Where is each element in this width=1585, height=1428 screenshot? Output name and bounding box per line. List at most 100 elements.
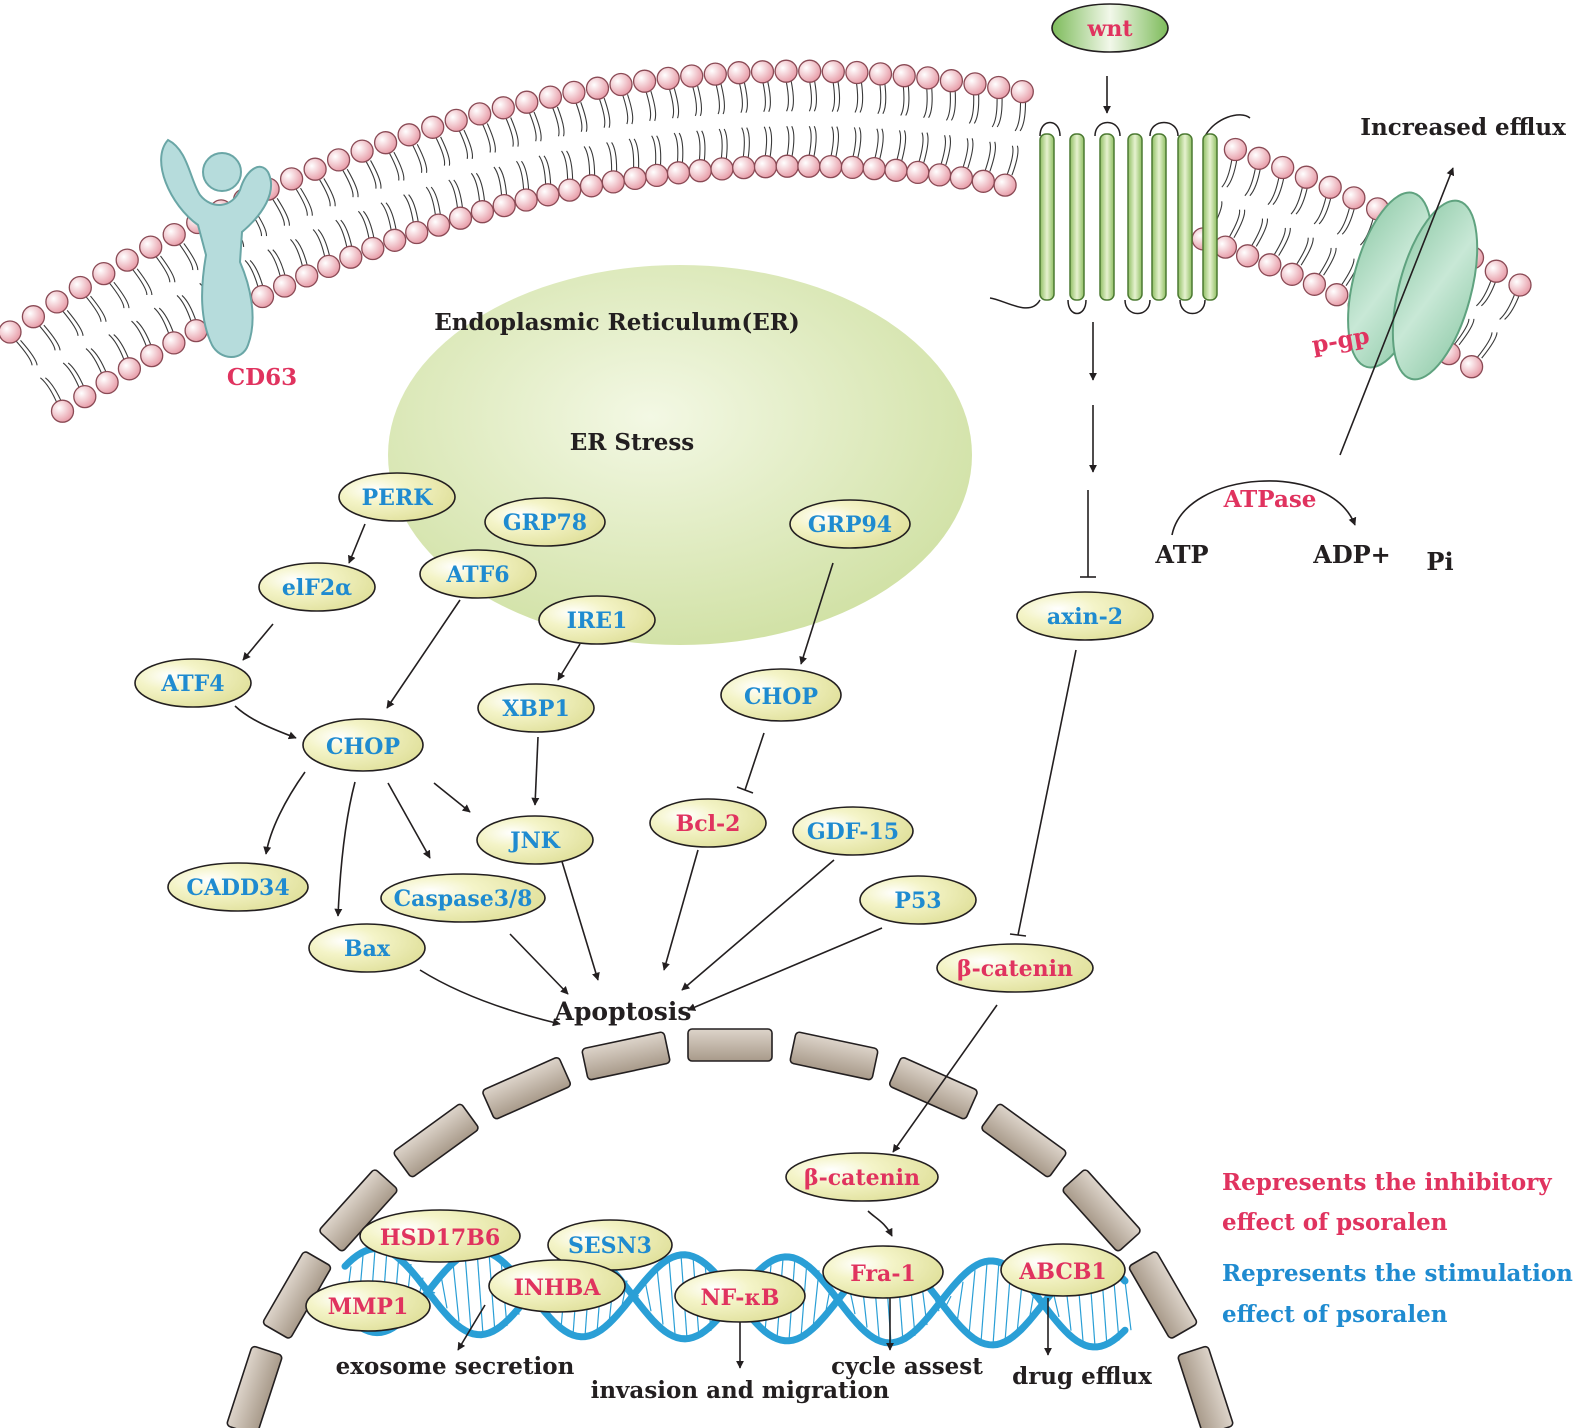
node-inhba: INHBA [488,1259,626,1313]
pathway-nodes: PERK GRP78 GRP94 elF2α ATF6 IRE1 ATF4 XB… [134,472,1154,1332]
node-atf4-label: ATF4 [160,671,224,697]
exosome-secretion-label: exosome secretion [336,1353,575,1380]
arrow-ire1-xbp1 [557,643,581,681]
pi-label: Pi [1426,547,1453,576]
node-chop-left-label: CHOP [326,734,400,760]
arrow-chop-bax [334,781,356,917]
increased-efflux-label: Increased efflux [1360,114,1566,141]
node-chop-left: CHOP [302,718,424,772]
node-nfkb-label: NF-κB [701,1285,780,1311]
legend-inhibit-line2: effect of psoralen [1222,1209,1448,1236]
arrow-bcl2-apoptosis [662,849,699,971]
legend: Represents the inhibitory effect of psor… [1222,1169,1573,1328]
node-gdf15-label: GDF-15 [807,819,899,845]
legend-stimulate-line1: Represents the stimulation [1222,1260,1573,1287]
node-atf6-label: ATF6 [445,562,509,588]
atpase-label: ATPase [1223,486,1317,513]
node-hsd17b6-label: HSD17B6 [380,1225,500,1251]
node-p53-label: P53 [894,888,941,914]
arrow-atf6-chop [386,599,461,709]
atp-label: ATP [1154,540,1208,569]
arrow-bcatenin-fra1 [867,1210,893,1237]
endoplasmic-reticulum [388,265,972,645]
adp-label: ADP+ [1312,540,1391,569]
node-grp78-label: GRP78 [503,510,587,536]
er-stress-label: ER Stress [570,429,695,456]
arrow-atf4-chop [234,705,297,740]
node-atf6: ATF6 [419,549,537,599]
arrow-chop-caspase [387,782,431,859]
arrow-xbp1-jnk [531,736,540,806]
node-bcatenin-nuc-label: β-catenin [804,1165,920,1191]
node-perk: PERK [338,472,456,522]
node-atf4: ATF4 [134,658,252,708]
node-caspase: Caspase3/8 [380,873,546,923]
wnt-label: wnt [1086,16,1133,42]
p-gp-transporter [1347,191,1479,381]
node-bcl2-label: Bcl-2 [676,811,741,837]
node-jnk-label: JNK [508,828,561,854]
node-bax-label: Bax [344,936,391,962]
node-fra1: Fra-1 [822,1245,944,1299]
node-bcatenin-cyto: β-catenin [936,943,1094,993]
node-grp78: GRP78 [484,497,606,547]
node-xbp1: XBP1 [477,683,595,733]
arrow-caspase-apoptosis [509,933,569,995]
node-eif2a: elF2α [258,562,376,612]
node-nfkb: NF-κB [674,1269,806,1323]
arrow-mmp-exosome [457,1304,486,1351]
node-ire1: IRE1 [538,595,656,645]
node-abcb1-label: ABCB1 [1018,1259,1106,1285]
node-grp94-label: GRP94 [808,512,892,538]
arrow-eif2a-atf4 [242,623,274,661]
apoptosis-label: Apoptosis [554,997,692,1026]
node-bcatenin-nuc: β-catenin [785,1152,939,1202]
node-p53: P53 [859,875,977,925]
arrow-chop-jnk [433,782,471,813]
wnt-node: wnt [1051,3,1169,53]
node-caspase-label: Caspase3/8 [394,886,533,912]
arrow-bcatenin-nucleus [892,1004,998,1153]
inhibit-chop-bcl2 [744,732,765,791]
node-axin2: axin-2 [1016,591,1154,641]
node-hsd17b6: HSD17B6 [359,1209,521,1263]
inhibit-bcatenin [1017,649,1077,936]
cycle-assest-label: cycle assest [831,1353,983,1380]
node-bcatenin-cyto-label: β-catenin [957,956,1073,982]
node-bax: Bax [308,923,426,973]
node-chop-right: CHOP [720,668,842,722]
drug-efflux-label: drug efflux [1012,1363,1152,1390]
efflux-arrow [1339,167,1455,456]
arrow-p53-apoptosis [687,927,883,1011]
nuclear-envelope [226,1028,1234,1428]
cd63-receptor [160,138,273,358]
node-jnk: JNK [476,815,594,865]
node-axin2-label: axin-2 [1047,604,1123,630]
node-fra1-label: Fra-1 [850,1261,916,1287]
node-eif2a-label: elF2α [282,575,352,601]
node-xbp1-label: XBP1 [502,696,570,722]
node-cadd34-label: CADD34 [186,875,289,901]
node-abcb1: ABCB1 [1000,1243,1126,1297]
arrow-jnk-apoptosis [559,854,600,981]
pathway-arrows [234,76,1455,1369]
node-inhba-label: INHBA [514,1275,602,1301]
invasion-migration-label: invasion and migration [591,1377,890,1404]
node-gdf15: GDF-15 [792,806,914,856]
atpase-arc [1171,480,1357,536]
node-cadd34: CADD34 [167,862,309,912]
er-title: Endoplasmic Reticulum(ER) [434,309,799,336]
arrow-bax-apoptosis [419,969,561,1027]
node-chop-right-label: CHOP [744,684,818,710]
node-bcl2: Bcl-2 [649,798,767,848]
arrow-perk-eif2a [348,523,366,564]
node-mmp1: MMP1 [305,1280,431,1332]
arrow-grp94-chop [799,562,834,665]
node-sesn3-label: SESN3 [568,1233,652,1259]
frizzled-receptor [989,114,1251,315]
legend-inhibit-line1: Represents the inhibitory [1222,1169,1552,1196]
node-mmp1-label: MMP1 [328,1294,409,1320]
legend-stimulate-line2: effect of psoralen [1222,1301,1448,1328]
cd63-label: CD63 [227,364,297,391]
